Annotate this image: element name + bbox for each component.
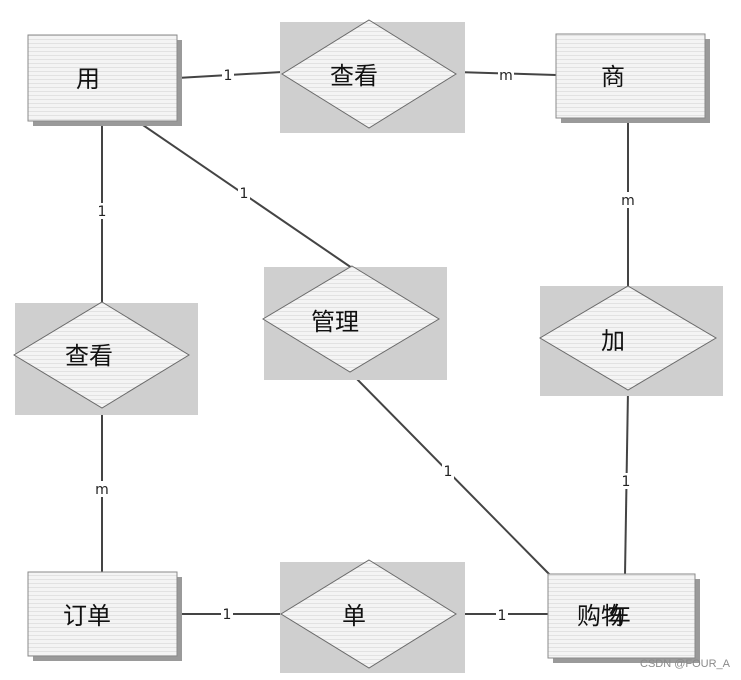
relation-view-left: 查看 — [13, 301, 198, 415]
relation-label-add: 加 — [601, 327, 625, 355]
entity-order: 订单 — [27, 571, 182, 661]
relation-view-top: 查看 — [280, 19, 465, 133]
cardinality-labels: 1 m 1 m 1 1 m 1 1 1 — [94, 67, 636, 624]
entity-product: 商 — [555, 33, 710, 123]
relation-order: 单 — [280, 559, 465, 673]
cardinality-product-add: m — [621, 193, 635, 209]
entity-label-order: 订单 — [63, 602, 111, 630]
watermark: CSDN @FOUR_A — [640, 658, 731, 670]
relation-add: 加 — [539, 285, 723, 396]
cardinality-order-rel-cart: 1 — [498, 608, 507, 624]
entity-label-cart-b: 车 — [607, 602, 631, 630]
cardinality-add-cart: 1 — [622, 474, 631, 490]
entity-cart: 购物 车 — [547, 573, 700, 663]
cardinality-user-view-top: 1 — [224, 68, 233, 84]
entity-label-product: 商 — [601, 63, 625, 91]
entity-label-cart-a: 购物 — [577, 602, 625, 630]
relation-manage: 管理 — [262, 265, 447, 380]
relation-label-order: 单 — [342, 602, 366, 630]
entity-user: 用 — [27, 34, 182, 126]
cardinality-order-order-rel: 1 — [223, 607, 232, 623]
relation-label-view-top: 查看 — [330, 62, 378, 90]
relation-label-manage: 管理 — [311, 308, 359, 336]
cardinality-user-view-left: 1 — [98, 204, 107, 220]
entity-label-user: 用 — [76, 65, 100, 93]
cardinality-manage-cart: 1 — [444, 464, 453, 480]
relation-label-view-left: 查看 — [65, 342, 113, 370]
cardinality-view-product: m — [499, 68, 513, 84]
cardinality-view-order: m — [95, 482, 109, 498]
cardinality-user-manage: 1 — [240, 186, 249, 202]
